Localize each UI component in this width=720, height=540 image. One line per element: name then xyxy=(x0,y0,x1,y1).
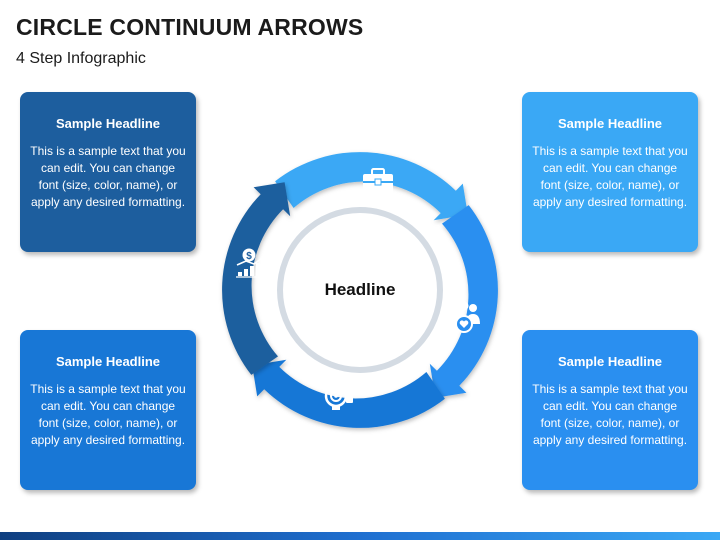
card-body: This is a sample text that you can edit.… xyxy=(532,382,688,447)
card-body: This is a sample text that you can edit.… xyxy=(30,144,186,209)
info-card-bottom-right: Sample Headline This is a sample text th… xyxy=(522,330,698,490)
page-subtitle: 4 Step Infographic xyxy=(16,50,146,67)
card-headline: Sample Headline xyxy=(557,354,663,369)
card-headline: Sample Headline xyxy=(55,354,161,369)
target-icon xyxy=(324,384,353,410)
card-headline: Sample Headline xyxy=(557,116,663,131)
card-body: This is a sample text that you can edit.… xyxy=(532,144,688,209)
money-growth-chart-icon: $ xyxy=(236,248,270,278)
circle-continuum-diagram: $ xyxy=(222,152,498,428)
team-heart-icon xyxy=(448,301,480,333)
info-card-top-left: Sample Headline This is a sample text th… xyxy=(20,92,196,252)
arrow-segment-1 xyxy=(275,152,468,221)
arrow-segment-3 xyxy=(252,359,445,428)
info-card-bottom-left: Sample Headline This is a sample text th… xyxy=(20,330,196,490)
inner-ring xyxy=(277,207,443,373)
arrow-segment-4 xyxy=(222,182,291,375)
svg-text:$: $ xyxy=(246,251,252,262)
info-card-top-right: Sample Headline This is a sample text th… xyxy=(522,92,698,252)
briefcase-icon xyxy=(363,168,393,193)
bottom-accent-bar xyxy=(0,532,720,540)
card-body: This is a sample text that you can edit.… xyxy=(30,382,186,447)
card-headline: Sample Headline xyxy=(55,116,161,131)
page-title: CIRCLE CONTINUUM ARROWS xyxy=(16,14,364,40)
arrow-segment-2 xyxy=(429,205,498,398)
center-headline: Headline xyxy=(324,280,396,299)
